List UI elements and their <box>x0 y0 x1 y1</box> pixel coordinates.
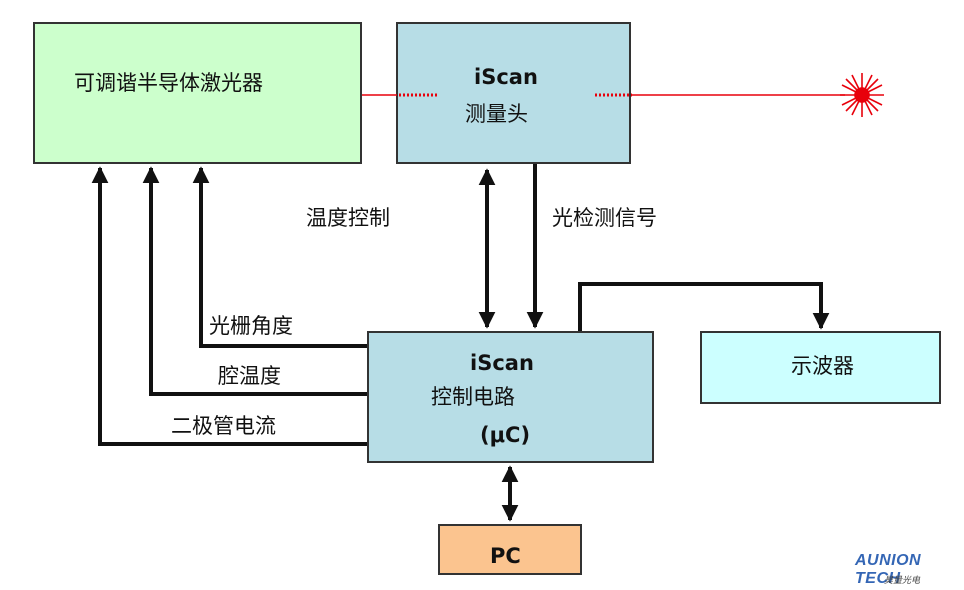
control-unit: (μC) <box>480 423 531 447</box>
control-circuit-box <box>367 331 654 463</box>
oscilloscope-label: 示波器 <box>791 354 854 378</box>
head-title: iScan <box>474 65 538 89</box>
scope-line <box>578 282 830 331</box>
cavity-temp-label: 腔温度 <box>218 364 281 388</box>
aunion-tech-logo: AUNION TECH <box>855 552 922 587</box>
temp-control-label: 温度控制 <box>306 206 390 230</box>
diode-current-line <box>91 166 367 446</box>
grating-angle-label: 光栅角度 <box>209 314 293 338</box>
pc-box <box>438 524 582 575</box>
laser-box <box>33 22 362 164</box>
control-subtitle: 控制电路 <box>431 385 515 409</box>
measurement-head-box <box>396 22 631 164</box>
grating-angle-line <box>192 166 367 348</box>
pc-label: PC <box>490 544 521 568</box>
control-title: iScan <box>470 351 534 375</box>
head-subtitle: 测量头 <box>465 102 528 126</box>
light-signal-label: 光检测信号 <box>552 206 657 230</box>
laser-label: 可调谐半导体激光器 <box>74 71 263 95</box>
diode-current-label: 二极管电流 <box>171 414 276 438</box>
laser-spot-icon <box>840 73 884 117</box>
aunion-tech-logo-sub: 昊量光电 <box>884 576 921 586</box>
cavity-temp-line <box>142 166 367 396</box>
oscilloscope-box <box>700 331 941 404</box>
